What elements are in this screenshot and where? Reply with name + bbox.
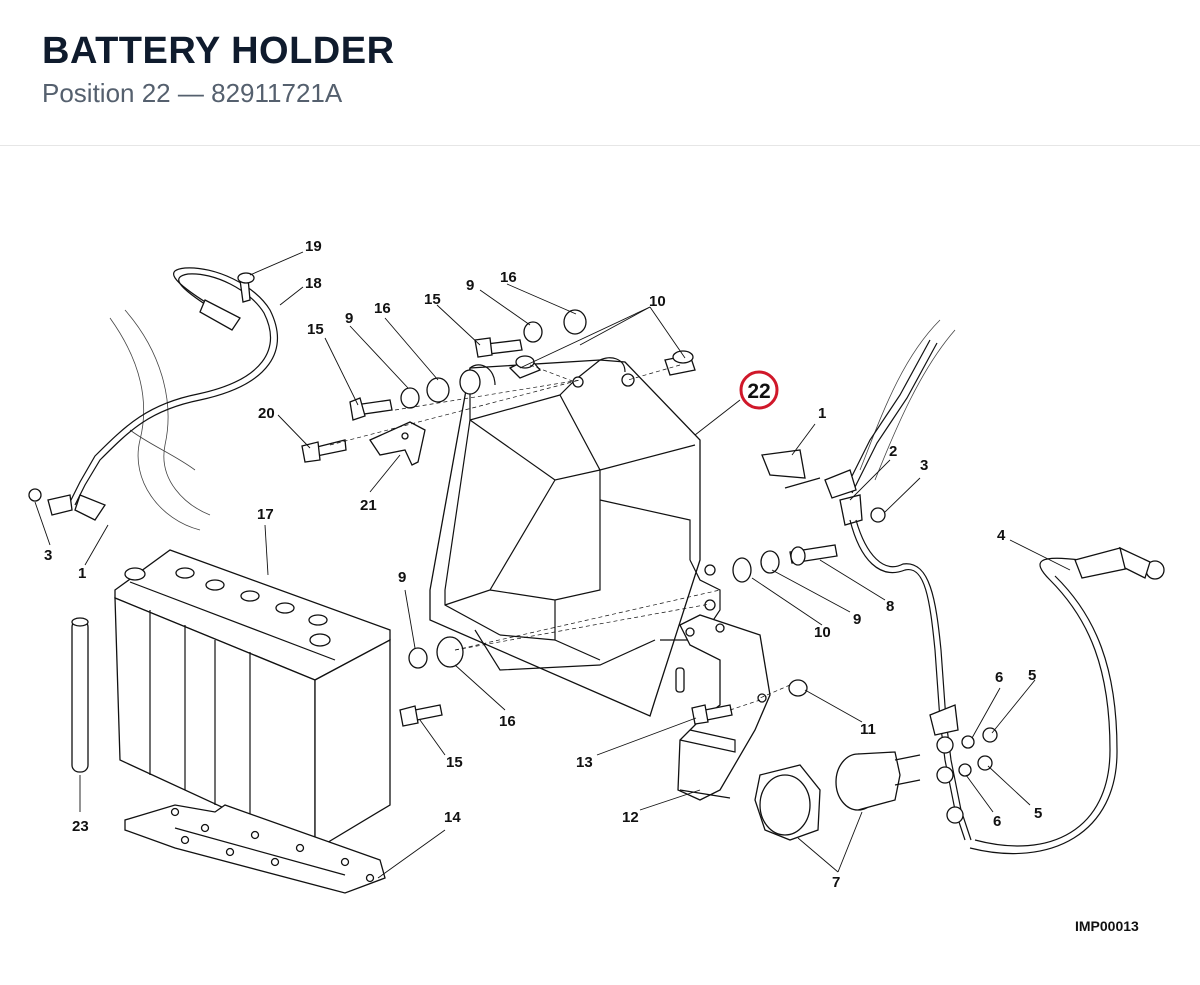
callout-label: 23	[72, 818, 89, 835]
frame-outline-right	[859, 319, 956, 481]
callout-label: 19	[305, 238, 322, 255]
leader-lines	[34, 251, 1071, 879]
battery-holder-bracket	[429, 357, 721, 717]
callout-label: 7	[832, 874, 840, 891]
subtitle-part-number: 82911721A	[211, 78, 343, 108]
callout-label: 9	[853, 611, 861, 628]
callout-label: 10	[814, 624, 831, 641]
page-title: BATTERY HOLDER	[42, 30, 395, 72]
callout-label: 9	[398, 569, 406, 586]
callout-label: 5	[1028, 667, 1036, 684]
callout-label: 9	[466, 277, 474, 294]
callout-label: 6	[995, 669, 1003, 686]
callout-label: 5	[1034, 805, 1042, 822]
image-code: IMP00013	[1075, 918, 1139, 934]
callout-label: 14	[444, 809, 461, 826]
callout-label: 21	[360, 497, 377, 514]
callout-label: 20	[258, 405, 275, 422]
callout-label: 15	[307, 321, 324, 338]
callout-label: 4	[997, 527, 1006, 544]
highlight-label: 22	[747, 380, 770, 403]
callout-label: 16	[374, 300, 391, 317]
starter-relay	[754, 751, 921, 841]
callout-label: 3	[920, 457, 928, 474]
callout-label: 15	[446, 754, 463, 771]
callout-label: 10	[649, 293, 666, 310]
battery	[114, 549, 391, 852]
callout-labels: 19 18 16 9 15 10 16 9 15 20 21 1 3 1 2 3…	[44, 238, 1042, 891]
callout-label: 15	[424, 291, 441, 308]
projection-lines	[329, 364, 791, 711]
callout-label: 6	[993, 813, 1001, 830]
highlighted-position-callout: 22	[739, 370, 779, 410]
battery-pad	[124, 804, 386, 894]
callout-label: 16	[499, 713, 516, 730]
mounting-hardware-lower-left	[399, 636, 464, 727]
frame-outline-left	[109, 309, 211, 531]
callout-label: 17	[257, 506, 274, 523]
callout-label: 11	[860, 721, 876, 738]
cable-right	[761, 339, 1165, 855]
callout-label: 2	[889, 443, 897, 460]
callout-label: 1	[78, 565, 86, 582]
vent-hose	[71, 617, 89, 773]
right-bracket-hardware	[691, 544, 838, 725]
mounting-hardware-upper-left	[301, 309, 696, 466]
callout-label: 18	[305, 275, 322, 292]
page-subtitle: Position 22 — 82911721A	[42, 78, 342, 109]
callout-label: 12	[622, 809, 639, 826]
subtitle-position: Position 22	[42, 78, 171, 108]
callout-label: 3	[44, 547, 52, 564]
header: BATTERY HOLDER Position 22 — 82911721A	[0, 0, 1200, 146]
callout-label: 1	[818, 405, 826, 422]
subtitle-separator: —	[177, 78, 204, 108]
callout-label: 13	[576, 754, 593, 771]
callout-label: 16	[500, 269, 517, 286]
callout-label: 8	[886, 598, 894, 615]
cable-upper-left	[28, 267, 278, 521]
highlight-ring	[739, 370, 779, 410]
callout-label: 9	[345, 310, 353, 327]
